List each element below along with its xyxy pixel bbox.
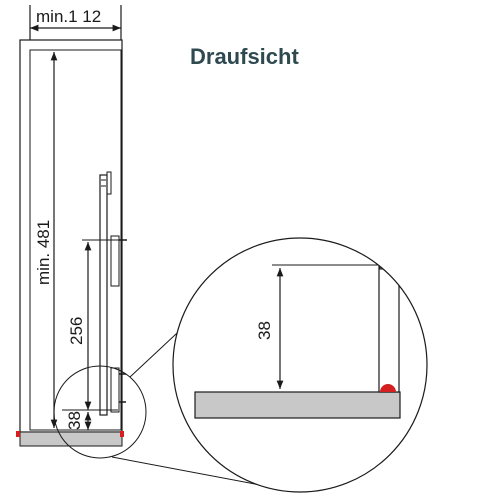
- foot-marker-right: [120, 431, 124, 437]
- top-width-label: min.1 12: [36, 7, 101, 26]
- upper-bracket: [110, 235, 120, 287]
- view-title: Draufsicht: [190, 44, 299, 69]
- detail-profile: [378, 238, 400, 393]
- rail-upper-part: [106, 171, 112, 195]
- detail-base-plate: [194, 391, 401, 419]
- height-label: min. 481: [34, 220, 53, 285]
- pullout-rail: [99, 174, 108, 416]
- detail-pin: [379, 261, 401, 270]
- spacing-label: 256: [67, 317, 86, 345]
- base-plate: [19, 431, 123, 447]
- magnified-area-circle: [53, 365, 147, 459]
- detail-offset-label: 38: [255, 321, 274, 340]
- offset-label: 38: [65, 411, 84, 430]
- cabinet-side-view: [19, 5, 127, 447]
- detail-contact-marker: [380, 384, 396, 392]
- detail-circle-outline: [172, 237, 428, 493]
- foot-marker-left: [16, 431, 20, 437]
- lower-bracket: [110, 367, 120, 413]
- detail-view: [173, 238, 427, 492]
